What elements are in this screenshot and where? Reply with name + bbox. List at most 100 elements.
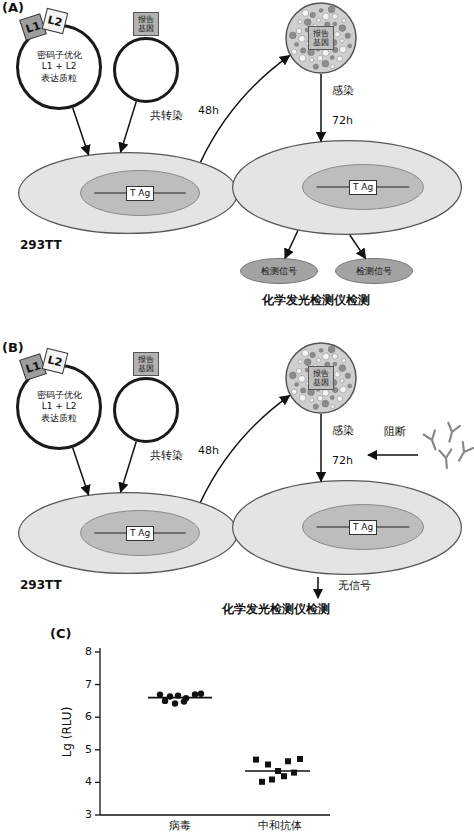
- data-point: [167, 693, 173, 699]
- capsomere: [330, 396, 334, 400]
- y-tick: [95, 814, 100, 815]
- connector-arrow: [285, 231, 298, 259]
- antibody-symbol: [444, 423, 460, 443]
- antigen-label: T Ag: [126, 186, 154, 201]
- nucleus-membrane: [303, 165, 424, 210]
- axis-tick-label: 8: [66, 645, 92, 658]
- capsomere: [335, 32, 340, 37]
- capsomere: [330, 56, 334, 60]
- reporter-gene-box: 报告 基因: [308, 26, 334, 50]
- capsid: [286, 3, 356, 73]
- edge-label: 感染 72h: [332, 76, 354, 136]
- antigen-label: T Ag: [349, 180, 377, 195]
- edge-label: 48h: [198, 444, 219, 457]
- signal-label: 检测信号: [356, 265, 392, 278]
- capsomere: [296, 368, 301, 373]
- capsomere: [292, 389, 297, 394]
- capsomere: [301, 48, 306, 53]
- capsomere: [348, 44, 352, 48]
- capsomere: [345, 373, 350, 378]
- nucleus-membrane: [303, 505, 424, 550]
- data-point: [162, 698, 168, 704]
- cell-line-name: 293TT: [20, 238, 62, 252]
- axis-title: Lg (RLU): [60, 687, 74, 777]
- capsomere: [319, 348, 323, 352]
- mean-line: [148, 697, 212, 699]
- virus-points: [157, 691, 204, 707]
- capsomere: [340, 386, 347, 393]
- capsomere: [342, 19, 346, 23]
- y-axis: [99, 648, 100, 815]
- capsomere: [328, 6, 335, 13]
- antibodies: [424, 423, 474, 469]
- capsomere: [298, 20, 302, 24]
- chart-axes: [95, 648, 330, 815]
- capsomere: [332, 14, 337, 19]
- block-arrow: [368, 454, 418, 456]
- capsomere: [331, 405, 335, 409]
- cell-line-name: 293TT: [20, 578, 62, 592]
- category-label: 病毒: [150, 818, 210, 833]
- capsomere: [302, 10, 309, 17]
- plasmid-label: 密码子优化 L1 + L2 表达质粒: [30, 390, 88, 424]
- nucleus-ellipse: T Ag: [302, 164, 424, 210]
- connector-arrow: [73, 448, 89, 495]
- edge-label: 共转染: [150, 448, 183, 463]
- signal-shape: [241, 259, 318, 284]
- signal-ellipse: 检测信号: [240, 258, 318, 284]
- capsomere: [304, 19, 311, 26]
- data-point: [285, 758, 291, 764]
- panel-letter: (A): [2, 0, 24, 15]
- capsomere: [339, 25, 346, 32]
- capsomere: [319, 8, 323, 12]
- mean-line: [245, 770, 310, 772]
- capsomere: [340, 379, 344, 383]
- capsomere: [298, 360, 302, 364]
- data-point: [265, 762, 271, 768]
- virus-particle: 报告 基因: [285, 342, 357, 414]
- data-point: [269, 777, 275, 783]
- capsomere: [328, 346, 335, 353]
- capsomere: [323, 353, 330, 360]
- capsomere: [337, 56, 342, 61]
- capsomere: [313, 64, 318, 69]
- data-point: [198, 691, 204, 697]
- reporter-gene-box: 报告 基因: [133, 12, 159, 36]
- nucleus-ellipse: T Ag: [80, 170, 200, 216]
- y-tick: [95, 782, 100, 783]
- plasmid-circle-outline: [113, 37, 179, 103]
- y-tick: [95, 749, 100, 750]
- plasmid-ring: [115, 39, 178, 102]
- plasmid-circle: 密码子优化 L1 + L2 表达质粒L1L2: [16, 24, 102, 110]
- reporter-gene-box: 报告 基因: [133, 352, 159, 376]
- plasmid-circle: 密码子优化 L1 + L2 表达质粒L1L2: [16, 364, 102, 450]
- antigen-label: T Ag: [126, 526, 154, 541]
- plasmid-circle-outline: [113, 377, 179, 443]
- nucleus-ellipse: T Ag: [80, 510, 200, 556]
- plasmid-ring: [115, 379, 178, 442]
- capsomere: [310, 352, 315, 357]
- y-tick: [95, 651, 100, 652]
- capsomere: [299, 35, 306, 42]
- data-point: [192, 691, 198, 697]
- data-point: [259, 779, 265, 785]
- data-point: [253, 757, 259, 763]
- gene-rect: [42, 8, 67, 33]
- capsomere: [313, 404, 318, 409]
- plasmid-circle: 报告 基因: [113, 37, 179, 103]
- connector-arrow: [121, 102, 137, 153]
- capsomere: [295, 42, 299, 46]
- capsomere: [345, 33, 350, 38]
- capsomere: [332, 354, 337, 359]
- capsomere: [322, 389, 329, 396]
- edge-label: 感染 72h: [332, 416, 354, 476]
- axis-tick-label: 7: [66, 678, 92, 691]
- cell-membrane: [233, 481, 462, 575]
- capsomere: [323, 13, 330, 20]
- antibody-symbol: [424, 430, 441, 451]
- plasmid-label: 密码子优化 L1 + L2 表达质粒: [30, 50, 88, 84]
- panel-letter: (B): [2, 340, 24, 355]
- capsomere: [317, 396, 322, 401]
- nucleus-membrane: [81, 511, 200, 556]
